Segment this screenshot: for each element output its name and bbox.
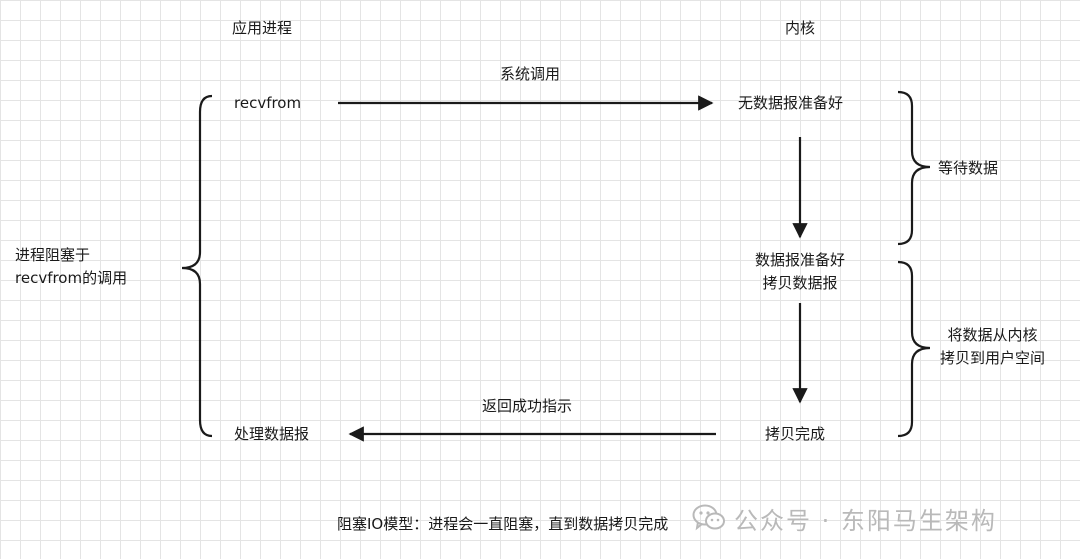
blocked-brace	[181, 94, 213, 438]
column-header-app: 应用进程	[232, 19, 293, 37]
wechat-icon	[692, 504, 725, 531]
no-datagram-label: 无数据报准备好	[738, 94, 844, 112]
blocked-label-line2: recvfrom的调用	[15, 269, 128, 287]
model-caption: 阻塞IO模型：进程会一直阻塞，直到数据拷贝完成	[337, 515, 669, 533]
wait-brace	[897, 90, 931, 246]
copy-to-user-line2: 拷贝到用户空间	[939, 349, 1045, 367]
watermark: 公众号 · 东阳马生架构	[692, 498, 997, 538]
datagram-ready-line2: 拷贝数据报	[762, 274, 838, 292]
wait-data-label: 等待数据	[938, 159, 999, 177]
recvfrom-label: recvfrom	[234, 94, 302, 112]
watermark-text: 公众号 · 东阳马生架构	[734, 506, 997, 535]
datagram-ready-line1: 数据报准备好	[754, 251, 845, 269]
return-success-label: 返回成功指示	[482, 397, 573, 415]
syscall-label: 系统调用	[500, 65, 561, 83]
copy-brace	[897, 260, 931, 438]
process-data-label: 处理数据报	[234, 425, 310, 443]
blocked-label-line1: 进程阻塞于	[15, 246, 91, 264]
column-header-kernel: 内核	[785, 19, 816, 37]
copy-done-label: 拷贝完成	[765, 425, 826, 443]
copy-to-user-line1: 将数据从内核	[947, 326, 1038, 344]
